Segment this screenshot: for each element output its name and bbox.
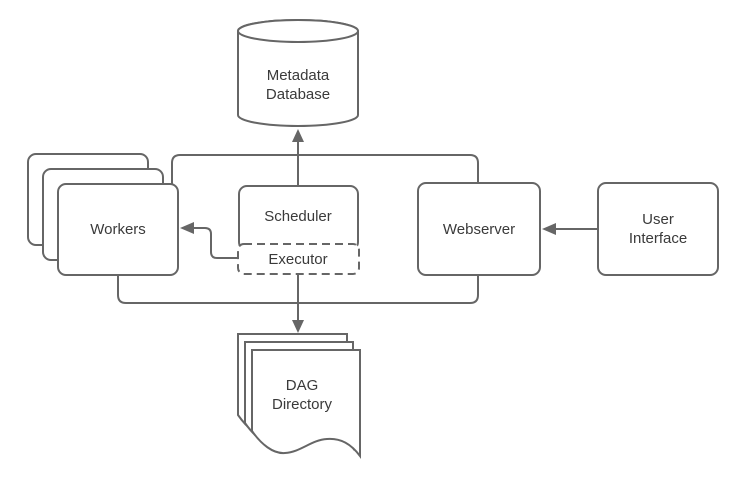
workers-stack-front <box>57 183 179 276</box>
edge-top-bus <box>171 154 479 184</box>
node-dag-directory: DAG Directory <box>237 333 361 459</box>
edge-executor-to-workers <box>194 227 238 259</box>
user-interface-box <box>597 182 719 276</box>
executor-box <box>237 243 360 275</box>
arrowhead-up-metadata-database-icon <box>292 129 304 142</box>
arrowhead-left-webserver-icon <box>542 223 556 235</box>
metadata-database-cylinder-top <box>237 19 359 43</box>
arrowhead-left-workers-icon <box>180 222 194 234</box>
node-user-interface: User Interface <box>597 182 719 276</box>
workers-label: Workers <box>90 221 146 238</box>
arrowhead-down-dag-directory-icon <box>292 320 304 333</box>
user-interface-label-line1: User <box>642 211 674 228</box>
node-workers: Workers <box>27 153 179 276</box>
metadata-database-label-line1: Metadata <box>267 67 330 84</box>
node-webserver: Webserver <box>417 182 541 276</box>
node-scheduler: Scheduler <box>238 185 359 251</box>
webserver-label: Webserver <box>443 221 515 238</box>
executor-label: Executor <box>268 251 327 268</box>
dag-directory-doc-front <box>251 349 361 459</box>
scheduler-label: Scheduler <box>264 208 332 225</box>
dag-directory-label-line1: DAG <box>286 377 319 394</box>
node-executor: Executor <box>237 243 360 275</box>
node-metadata-database: Metadata Database <box>237 19 359 127</box>
dag-directory-label-line2: Directory <box>272 396 333 413</box>
edges <box>117 129 598 333</box>
user-interface-label-line2: Interface <box>629 230 687 247</box>
metadata-database-label-line2: Database <box>266 86 330 103</box>
webserver-box <box>417 182 541 276</box>
